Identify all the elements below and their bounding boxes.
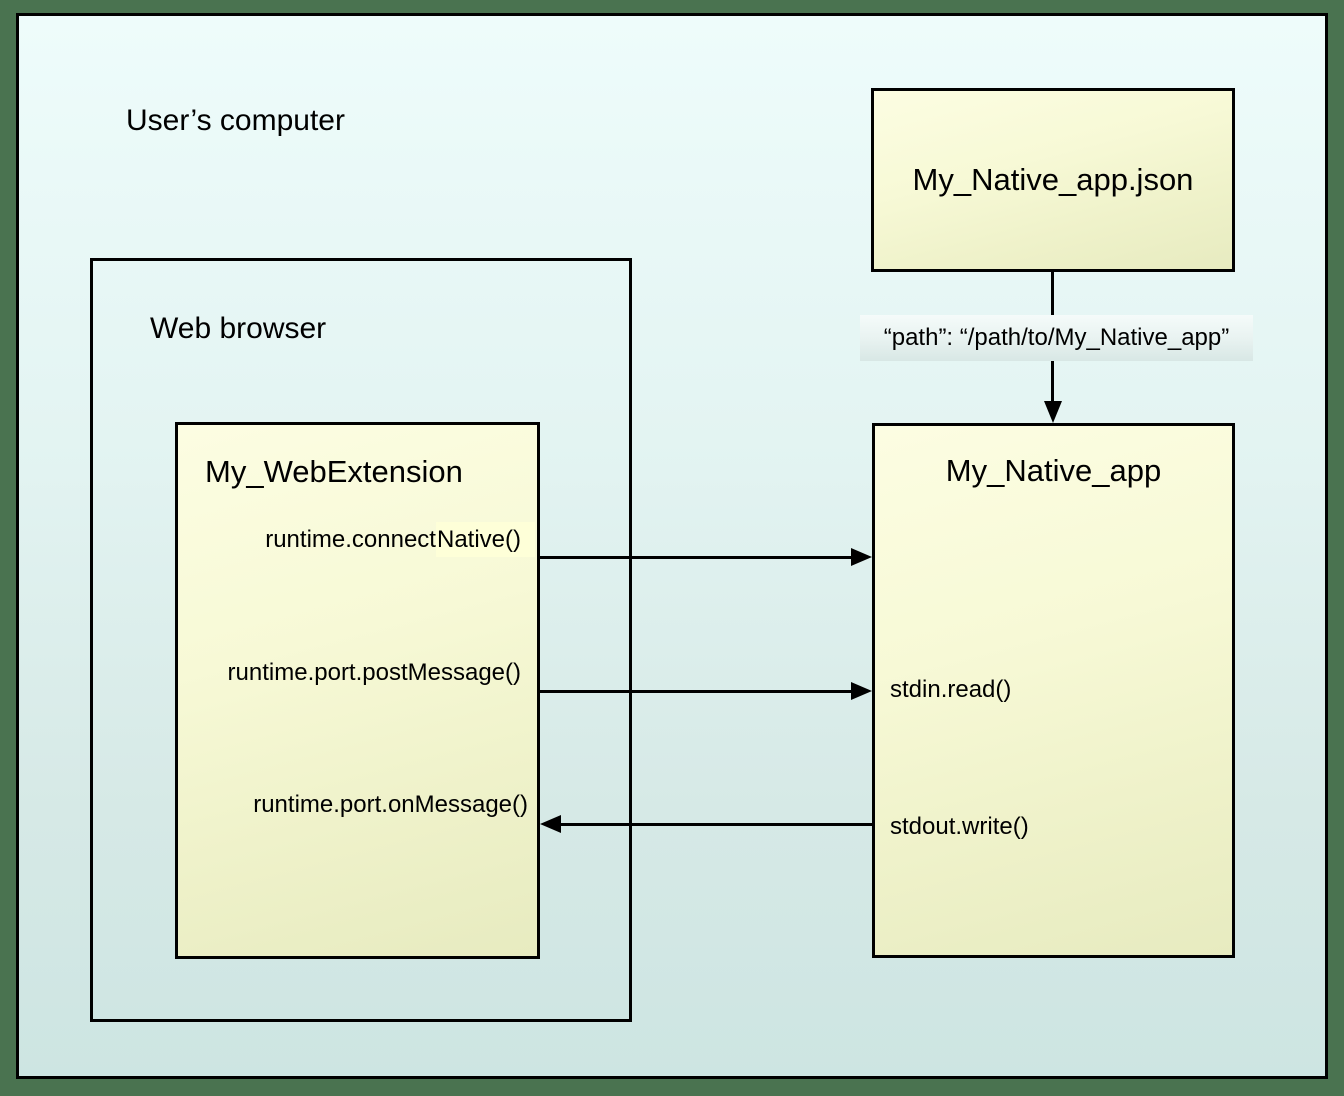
path-label-text: “path”: “/path/to/My_Native_app” xyxy=(883,324,1230,351)
connect-native-prefix: runtime.connect xyxy=(265,526,436,553)
stdout-write-label: stdout.write() xyxy=(890,813,1029,840)
native-app-title: My_Native_app xyxy=(945,453,1162,488)
manifest-box: My_Native_app.json xyxy=(871,88,1235,272)
stdout-arrow-line xyxy=(559,823,872,826)
native-app-box: My_Native_app stdin.read() stdout.write(… xyxy=(872,423,1235,958)
users-computer-box: User’s computer Web browser My_WebExtens… xyxy=(16,13,1328,1079)
post-message-arrow-line xyxy=(540,690,853,693)
manifest-title: My_Native_app.json xyxy=(912,162,1194,197)
webextension-title: My_WebExtension xyxy=(205,454,463,489)
web-browser-box: Web browser My_WebExtension runtime.conn… xyxy=(90,258,632,1022)
arrowhead-right-icon xyxy=(851,682,872,700)
stdin-read-label: stdin.read() xyxy=(890,676,1012,703)
web-browser-label: Web browser xyxy=(150,312,327,345)
post-message-label: runtime.port.postMessage() xyxy=(227,659,521,686)
connect-native-highlight: Native() xyxy=(435,522,535,557)
arrowhead-right-icon xyxy=(851,548,872,566)
arrowhead-down-icon xyxy=(1044,401,1062,423)
path-label-badge: “path”: “/path/to/My_Native_app” xyxy=(860,315,1253,361)
webextension-box: My_WebExtension runtime.connectNative() … xyxy=(175,422,540,959)
users-computer-label: User’s computer xyxy=(126,104,345,137)
arrowhead-left-icon xyxy=(540,815,561,833)
connect-native-arrow-line xyxy=(540,556,853,559)
on-message-label: runtime.port.onMessage() xyxy=(253,791,528,818)
connect-native-label: runtime.connectNative() xyxy=(178,522,537,558)
